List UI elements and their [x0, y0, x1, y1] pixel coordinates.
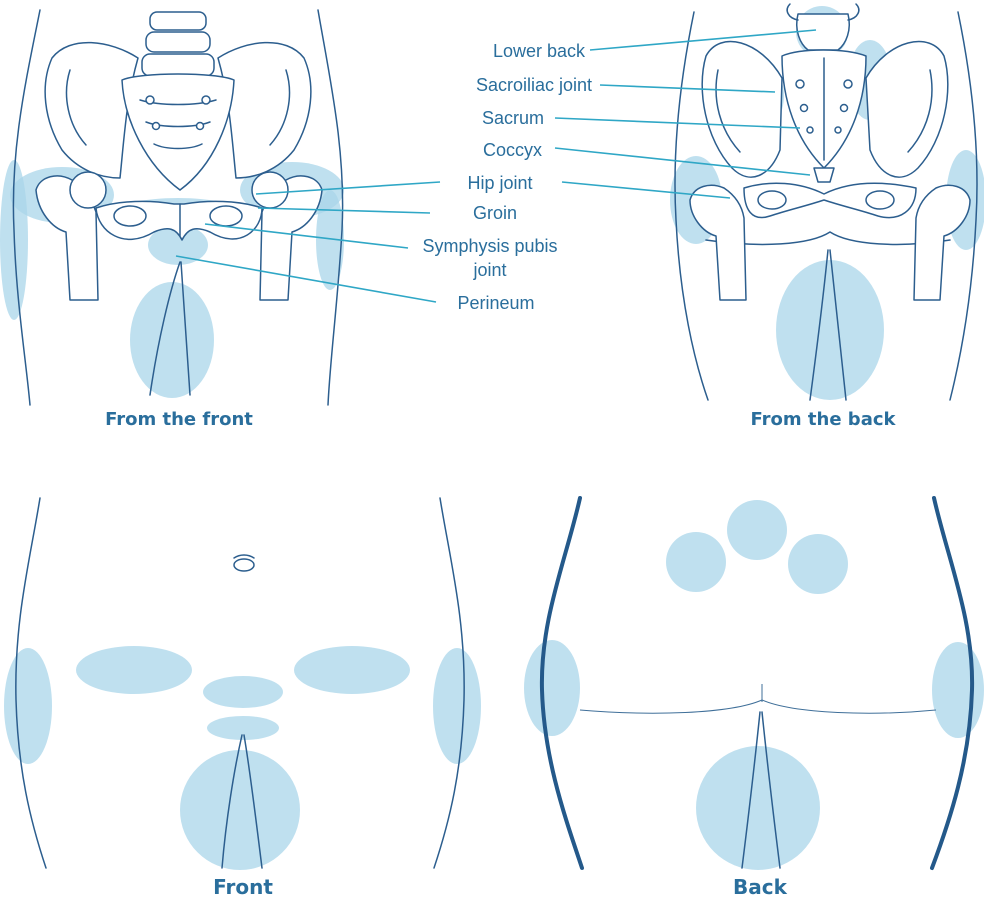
back-sacral-foramen — [796, 80, 804, 88]
caption-from-the-front: From the front — [105, 409, 253, 430]
caption-front: Front — [213, 875, 273, 899]
caption-back: Back — [733, 875, 788, 899]
front-body-pubic-zone — [203, 676, 283, 708]
back-skeleton-figure — [670, 4, 984, 400]
back-obturator-right — [866, 191, 894, 209]
leader-lower-back — [590, 30, 816, 50]
back-sacral-foramen — [801, 105, 808, 112]
caption-from-the-back: From the back — [751, 409, 897, 430]
label-lower-back: Lower back — [493, 41, 586, 61]
label-symphysis-pubis-line1: Symphysis pubis — [422, 236, 557, 256]
front-femoral-head-left — [70, 172, 106, 208]
front-perineum-zone — [130, 282, 214, 398]
back-sacral-foramen — [844, 80, 852, 88]
back-ilium-left — [702, 42, 782, 178]
back-obturator-left — [758, 191, 786, 209]
back-ilium-right — [866, 42, 948, 178]
label-sacroiliac-joint: Sacroiliac joint — [476, 75, 592, 95]
front-vertebra — [146, 32, 210, 52]
front-body-figure — [4, 498, 481, 870]
front-ilium-left — [45, 43, 138, 178]
back-body-side-zone-right — [932, 642, 984, 738]
back-body-lumbar-zone-right — [788, 534, 848, 594]
front-obturator-right — [210, 206, 242, 226]
back-sacral-foramen — [841, 105, 848, 112]
leader-perineum — [176, 256, 436, 302]
back-body-side-zone-left — [524, 640, 580, 736]
front-obturator-left — [114, 206, 146, 226]
front-sacral-foramen — [146, 96, 154, 104]
front-body-lower-pubic-zone — [207, 716, 279, 740]
front-body-side-zone-right — [433, 648, 481, 764]
back-body-buttock-zone — [696, 746, 820, 870]
front-body-groin-zone-right — [294, 646, 410, 694]
label-coccyx: Coccyx — [483, 140, 542, 160]
back-lumbar-vertebra — [797, 14, 850, 50]
navel-shadow — [234, 555, 254, 558]
front-skeleton-figure — [0, 10, 344, 405]
anatomy-labels: Lower back Sacroiliac joint Sacrum Coccy… — [422, 41, 592, 313]
front-sacrum — [122, 74, 234, 190]
back-body-spine-zone — [727, 500, 787, 560]
back-sacral-foramen — [807, 127, 813, 133]
label-symphysis-pubis-line2: joint — [472, 260, 506, 280]
front-vertebra — [142, 54, 214, 76]
label-hip-joint: Hip joint — [467, 173, 532, 193]
label-groin: Groin — [473, 203, 517, 223]
front-femoral-head-right — [252, 172, 288, 208]
back-body-figure — [524, 498, 984, 870]
front-sacral-foramen — [153, 123, 160, 130]
front-body-perineum-zone — [180, 750, 300, 870]
navel — [234, 559, 254, 571]
front-sacral-foramen — [202, 96, 210, 104]
front-body-side-zone-left — [4, 648, 52, 764]
back-vertebral-process — [848, 4, 859, 20]
back-vertebral-process — [787, 4, 798, 20]
back-coccyx — [814, 168, 834, 182]
back-body-gluteal-line — [580, 700, 936, 713]
label-sacrum: Sacrum — [482, 108, 544, 128]
back-sacral-foramen — [835, 127, 841, 133]
front-vertebra — [150, 12, 206, 30]
back-buttock-zone — [776, 260, 884, 400]
front-body-groin-zone-left — [76, 646, 192, 694]
front-sacral-foramen — [197, 123, 204, 130]
front-ilium-right — [218, 43, 311, 178]
label-perineum: Perineum — [457, 293, 534, 313]
back-body-lumbar-zone-left — [666, 532, 726, 592]
